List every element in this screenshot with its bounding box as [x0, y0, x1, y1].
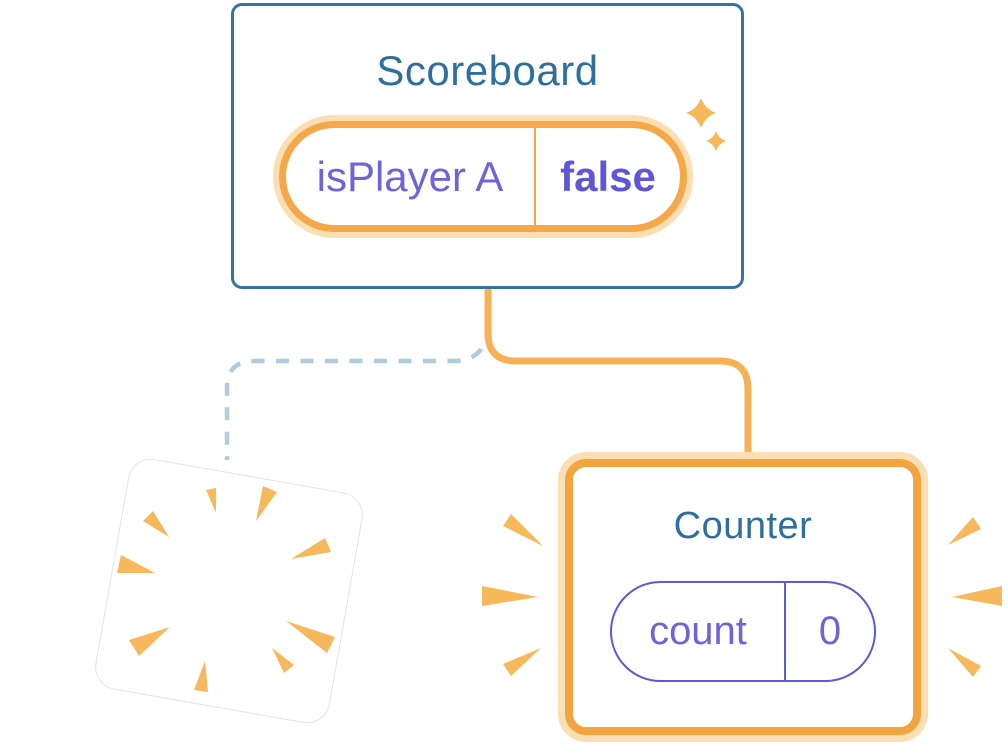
state-key: count: [649, 609, 747, 653]
state-key: isPlayer A: [316, 152, 504, 200]
scoreboard-title: Scoreboard: [376, 47, 599, 94]
scoreboard-state-pill: isPlayer A false: [279, 121, 687, 232]
counter-title: Counter: [673, 505, 813, 547]
state-value: 0: [818, 609, 842, 653]
pill-divider: [784, 583, 786, 680]
pill-divider: [534, 128, 536, 225]
state-value: false: [560, 152, 656, 200]
counter-card: Counter count 0: [565, 459, 921, 735]
counter-state-pill: count 0: [610, 581, 876, 682]
solid-connector-line: [484, 288, 752, 456]
scoreboard-card: Scoreboard isPlayer A false: [231, 3, 744, 289]
scoreboard-state-pill-glow: isPlayer A false: [273, 115, 693, 238]
counter-card-glow: Counter count 0: [558, 452, 928, 742]
destroyed-card: [92, 456, 366, 726]
dashed-connector-line: [224, 325, 492, 460]
